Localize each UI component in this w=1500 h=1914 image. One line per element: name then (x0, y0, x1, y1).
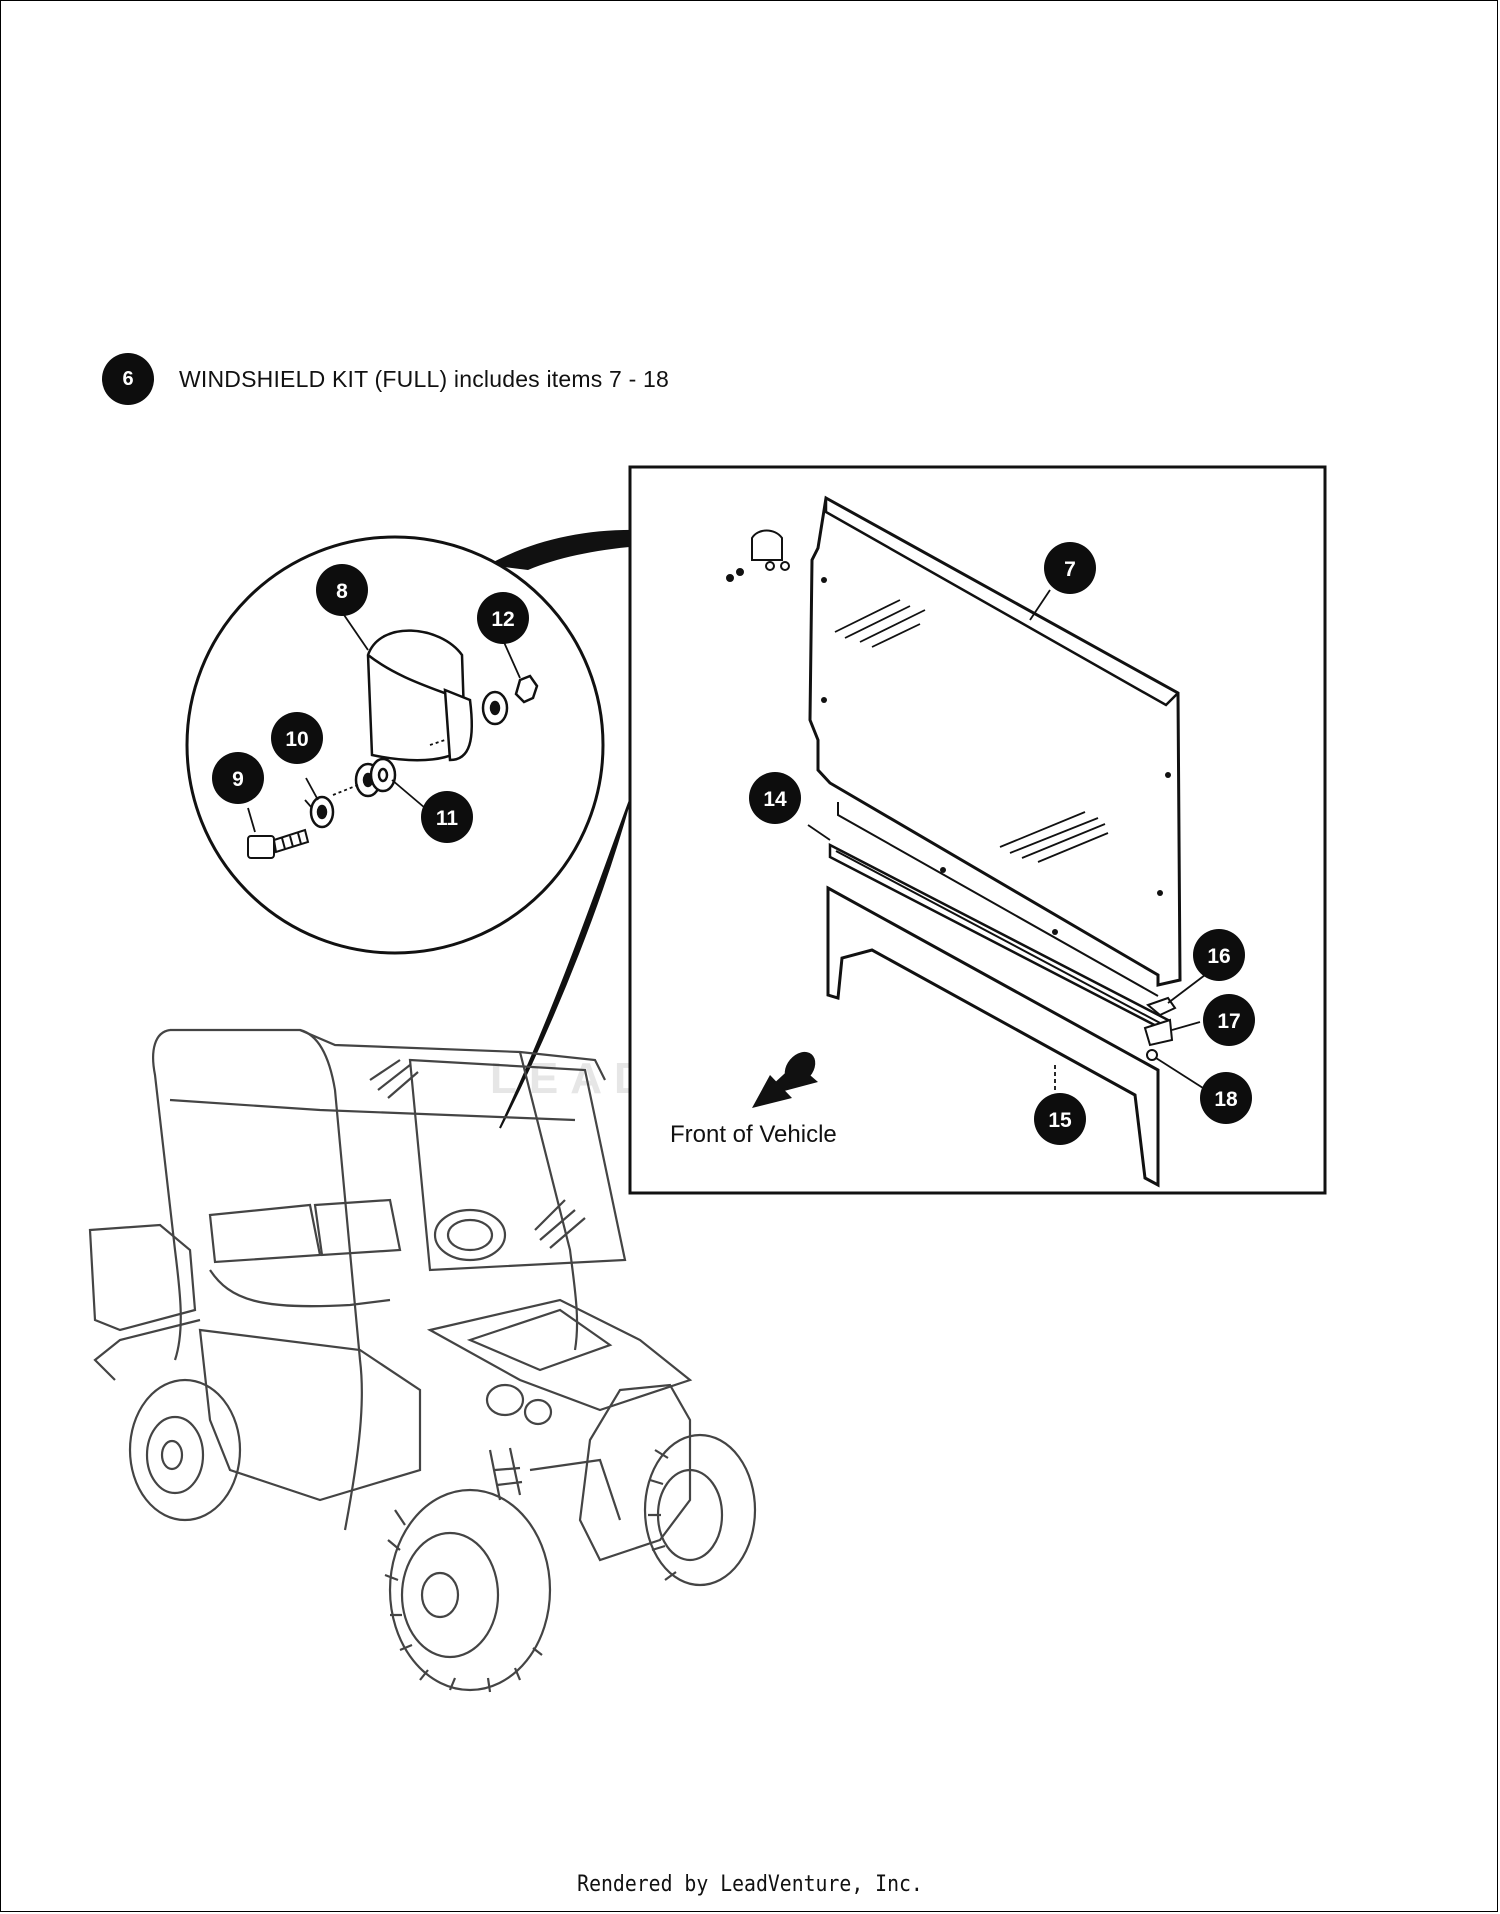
callout-8: 8 (316, 564, 368, 616)
svg-text:14: 14 (763, 788, 787, 811)
windshield-detail-panel: Front of Vehicle (628, 465, 1327, 1195)
svg-text:16: 16 (1207, 945, 1230, 968)
svg-text:18: 18 (1214, 1088, 1238, 1111)
glass-reflection-marks (834, 599, 1109, 863)
hardware-detail-circle (185, 535, 605, 955)
callout-16: 16 (1193, 929, 1245, 981)
kit-number-badge: 6 (102, 353, 154, 405)
detail-leader-lines (247, 611, 521, 833)
svg-text:9: 9 (232, 768, 244, 791)
callout-badges: 7 8 9 10 11 12 14 15 (212, 542, 1255, 1145)
clamp-part (366, 629, 474, 762)
washer-part (309, 795, 335, 829)
svg-text:8: 8 (336, 580, 348, 603)
front-of-vehicle-arrow-icon (752, 1051, 818, 1108)
callout-9: 9 (212, 752, 264, 804)
callout-7: 7 (1044, 542, 1096, 594)
svg-text:11: 11 (436, 807, 459, 830)
front-of-vehicle-label: Front of Vehicle (670, 1121, 837, 1148)
callout-12: 12 (477, 592, 529, 644)
panel-leader-lines (807, 589, 1206, 1090)
render-credit-footer: Rendered by LeadVenture, Inc. (577, 1872, 923, 1897)
callout-17: 17 (1203, 994, 1255, 1046)
svg-text:15: 15 (1048, 1109, 1072, 1132)
kit-header: 6 WINDSHIELD KIT (FULL) includes items 7… (102, 353, 669, 405)
svg-text:10: 10 (285, 728, 308, 751)
callout-18: 18 (1200, 1072, 1252, 1124)
callout-11: 11 (421, 791, 473, 843)
kit-description: WINDSHIELD KIT (FULL) includes items 7 -… (179, 365, 670, 392)
svg-text:17: 17 (1217, 1010, 1240, 1033)
svg-text:7: 7 (1064, 558, 1076, 581)
callout-15: 15 (1034, 1093, 1086, 1145)
bolt-part (247, 828, 310, 859)
callout-10: 10 (271, 712, 323, 764)
nut-part (481, 674, 539, 726)
svg-text:12: 12 (491, 608, 514, 631)
utility-vehicle-illustration (88, 1028, 757, 1693)
lock-washer-part (354, 757, 397, 798)
callout-14: 14 (749, 772, 801, 824)
